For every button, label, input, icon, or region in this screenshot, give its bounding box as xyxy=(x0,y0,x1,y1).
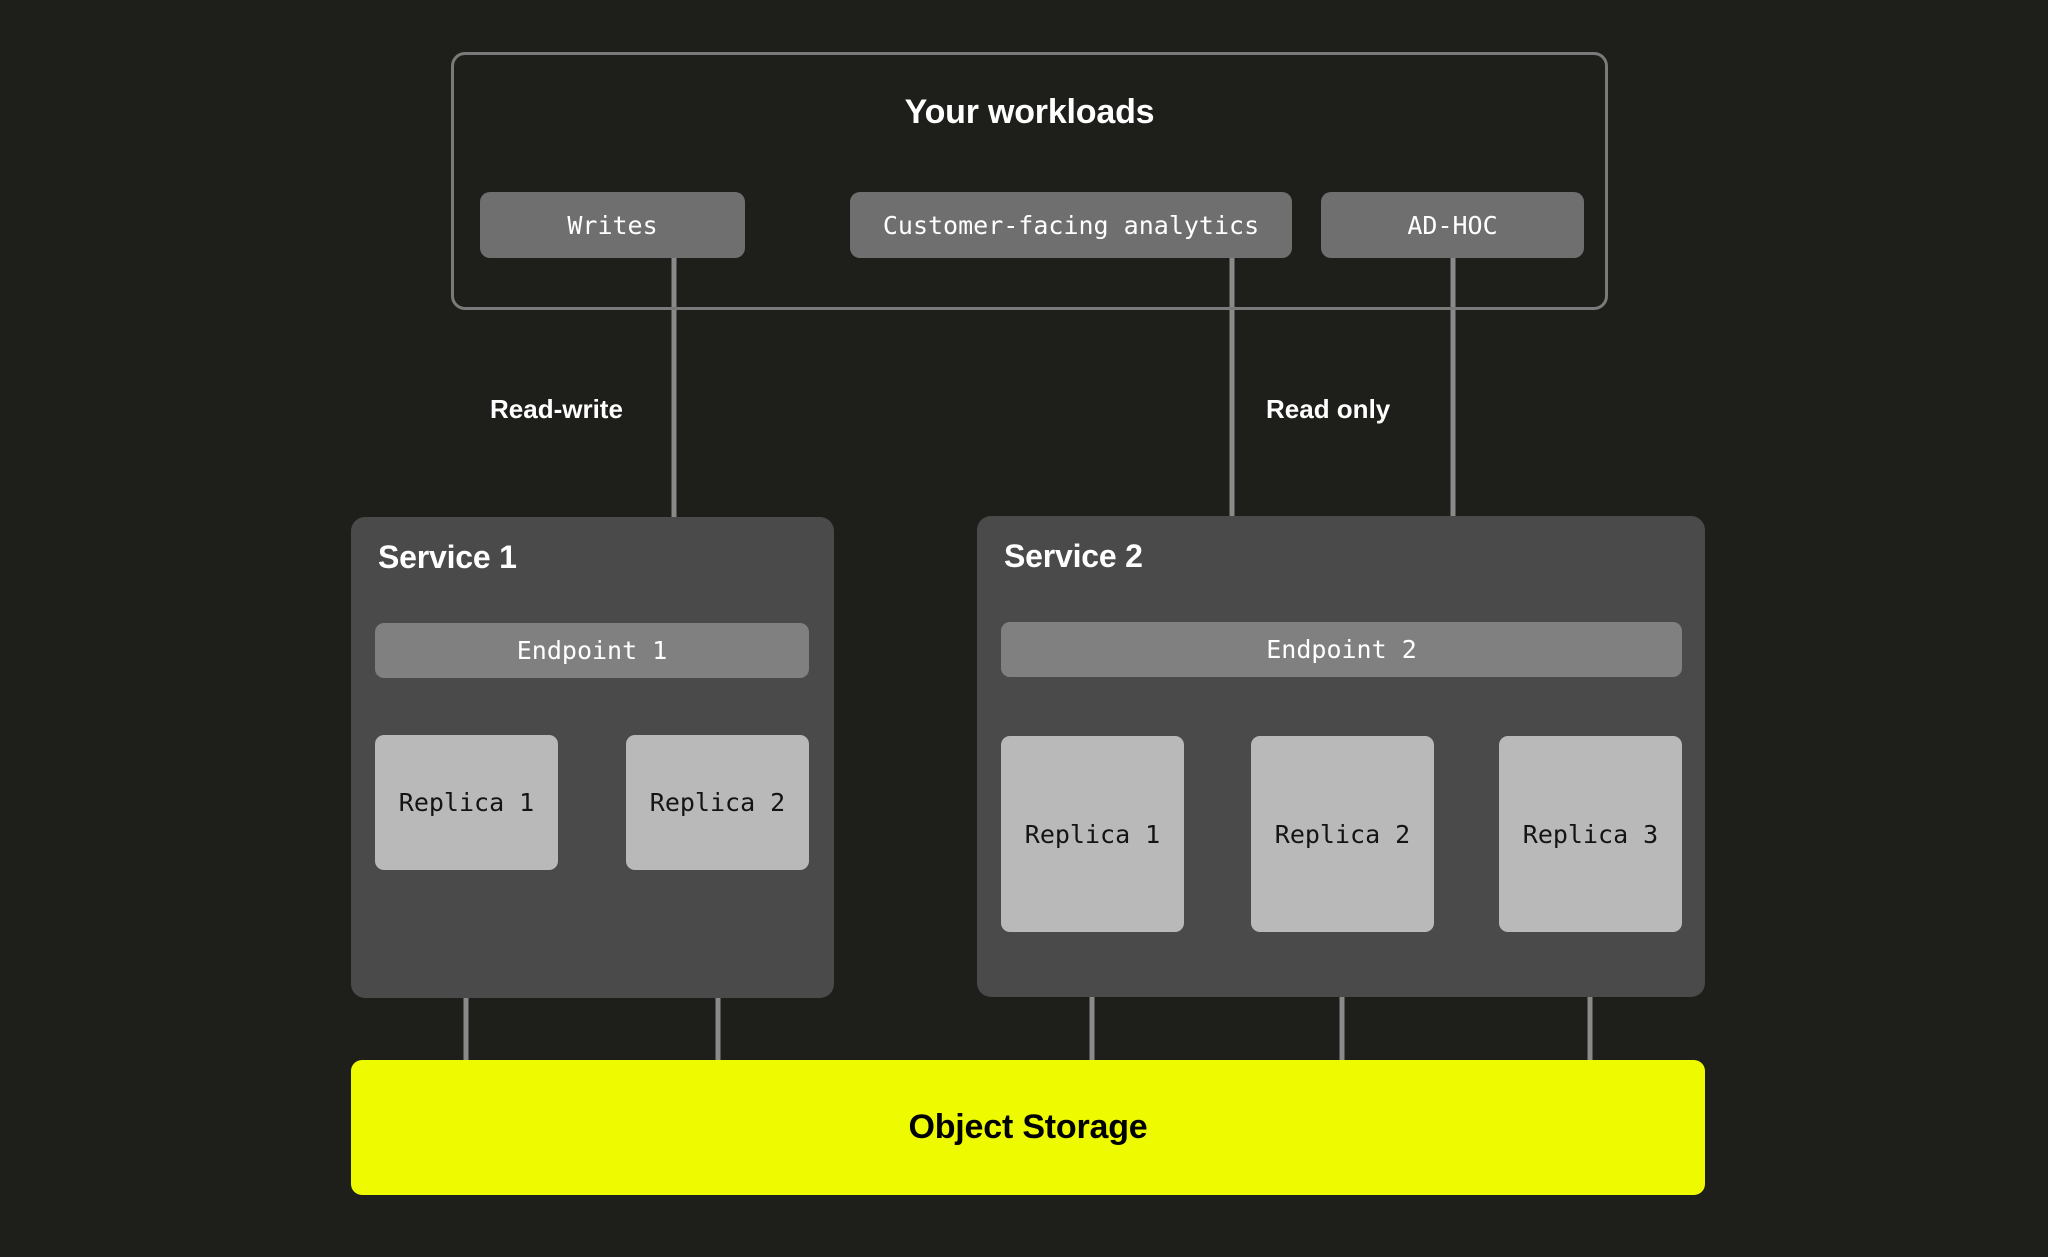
replica-label: Replica 3 xyxy=(1522,819,1659,849)
endpoint-box-2[interactable]: Endpoint 2 xyxy=(1001,622,1682,677)
replica-box[interactable]: Replica 2 xyxy=(626,735,809,870)
replica-label: Replica 2 xyxy=(1274,819,1411,849)
object-storage-label: Object Storage xyxy=(908,1108,1148,1146)
endpoint-box-1[interactable]: Endpoint 1 xyxy=(375,623,809,678)
replica-label: Replica 1 xyxy=(1024,819,1161,849)
replica-box[interactable]: Replica 1 xyxy=(375,735,558,870)
replica-box[interactable]: Replica 2 xyxy=(1251,736,1434,932)
service-title: Service 1 xyxy=(378,539,517,575)
object-storage-bar[interactable]: Object Storage xyxy=(351,1060,1705,1195)
workloads-group: Your workloads xyxy=(451,52,1608,310)
workload-chip-label: Customer-facing analytics xyxy=(882,210,1260,240)
service-panel-2: Service 2 Endpoint 2 Replica 1 Replica 2… xyxy=(977,516,1705,997)
workload-chip-customer-facing-analytics[interactable]: Customer-facing analytics xyxy=(850,192,1292,258)
workload-chip-label: AD-HOC xyxy=(1407,210,1498,240)
workload-chip-ad-hoc[interactable]: AD-HOC xyxy=(1321,192,1584,258)
service-title: Service 2 xyxy=(1004,538,1143,574)
flow-label-read-write: Read-write xyxy=(490,394,623,424)
workloads-title: Your workloads xyxy=(904,93,1155,131)
workload-chip-writes[interactable]: Writes xyxy=(480,192,745,258)
endpoint-label: Endpoint 2 xyxy=(1266,635,1417,664)
replica-label: Replica 2 xyxy=(649,788,786,817)
replica-box[interactable]: Replica 3 xyxy=(1499,736,1682,932)
replica-label: Replica 1 xyxy=(398,788,535,817)
workload-chip-label: Writes xyxy=(567,210,658,240)
service-panel-1: Service 1 Endpoint 1 Replica 1 Replica 2 xyxy=(351,517,834,998)
flow-label-read-only: Read only xyxy=(1266,394,1391,424)
endpoint-label: Endpoint 1 xyxy=(516,636,668,665)
replica-box[interactable]: Replica 1 xyxy=(1001,736,1184,932)
